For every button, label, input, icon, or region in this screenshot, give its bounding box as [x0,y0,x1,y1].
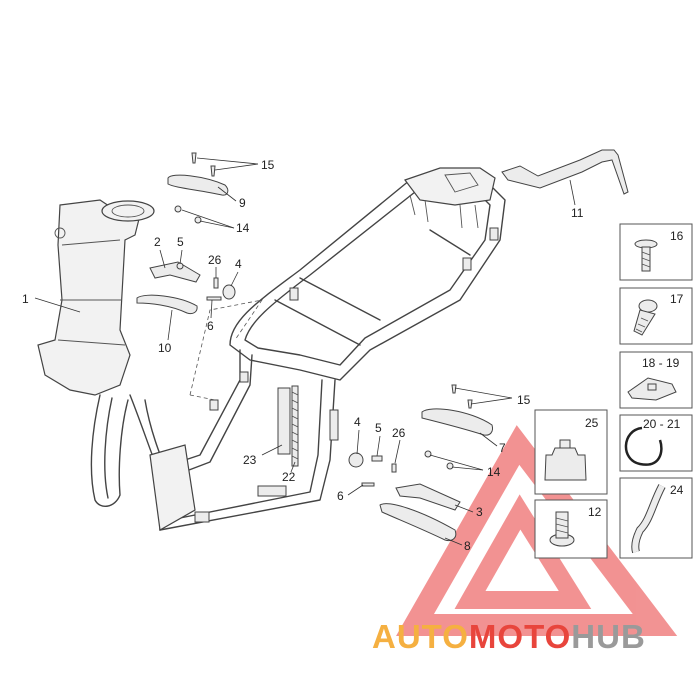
callout-3: 3 [476,505,483,519]
box-17-label: 17 [670,292,684,306]
callout-15-top: 15 [261,158,275,172]
callout-26-right: 26 [392,426,406,440]
callout-23: 23 [243,453,257,467]
callout-14-top: 14 [236,221,250,235]
callout-22: 22 [282,470,296,484]
callout-numbers: 15 9 14 2 5 26 4 6 10 1 11 23 22 15 7 4 … [22,158,584,553]
box-12: 12 [534,499,608,559]
box-25: 25 [534,409,608,495]
callout-15-right: 15 [517,393,531,407]
callout-1: 1 [22,292,29,306]
leader-lines [34,157,576,546]
box-20-21-label: 20 - 21 [643,417,681,431]
side-part-boxes: 16 17 18 - 19 20 - 21 24 [534,223,693,559]
assembly-dash-left-2 [189,394,216,401]
watermark-hub: HUB [571,618,646,655]
watermark-moto: MOTO [469,618,571,655]
box-18-19: 18 - 19 [619,351,693,409]
callout-10: 10 [158,341,172,355]
box-17: 17 [619,287,693,345]
box-12-label: 12 [588,505,602,519]
box-24: 24 [619,477,693,559]
scooter-frame [37,167,506,531]
callout-4-left: 4 [235,257,242,271]
callout-2: 2 [154,235,161,249]
callout-6-left: 6 [207,319,214,333]
watermark-text: AUTOMOTOHUB [372,618,646,655]
callout-8: 8 [464,539,471,553]
loose-parts [136,149,629,541]
box-16: 16 [619,223,693,281]
svg-text:AUTOMOTOHUB: AUTOMOTOHUB [372,618,646,655]
callout-5-right: 5 [375,421,382,435]
watermark-auto: AUTO [372,618,469,655]
box-20-21: 20 - 21 [619,414,693,472]
box-16-label: 16 [670,229,684,243]
box-18-19-label: 18 - 19 [642,356,680,370]
callout-5-left: 5 [177,235,184,249]
callout-9: 9 [239,196,246,210]
callout-26-left: 26 [208,253,222,267]
callout-4-right: 4 [354,415,361,429]
assembly-dash-left [189,299,263,396]
callout-11: 11 [571,206,584,220]
box-24-label: 24 [670,483,684,497]
box-25-label: 25 [585,416,599,430]
callout-6-right: 6 [337,489,344,503]
callout-7: 7 [499,441,506,455]
callout-14-right: 14 [487,465,501,479]
